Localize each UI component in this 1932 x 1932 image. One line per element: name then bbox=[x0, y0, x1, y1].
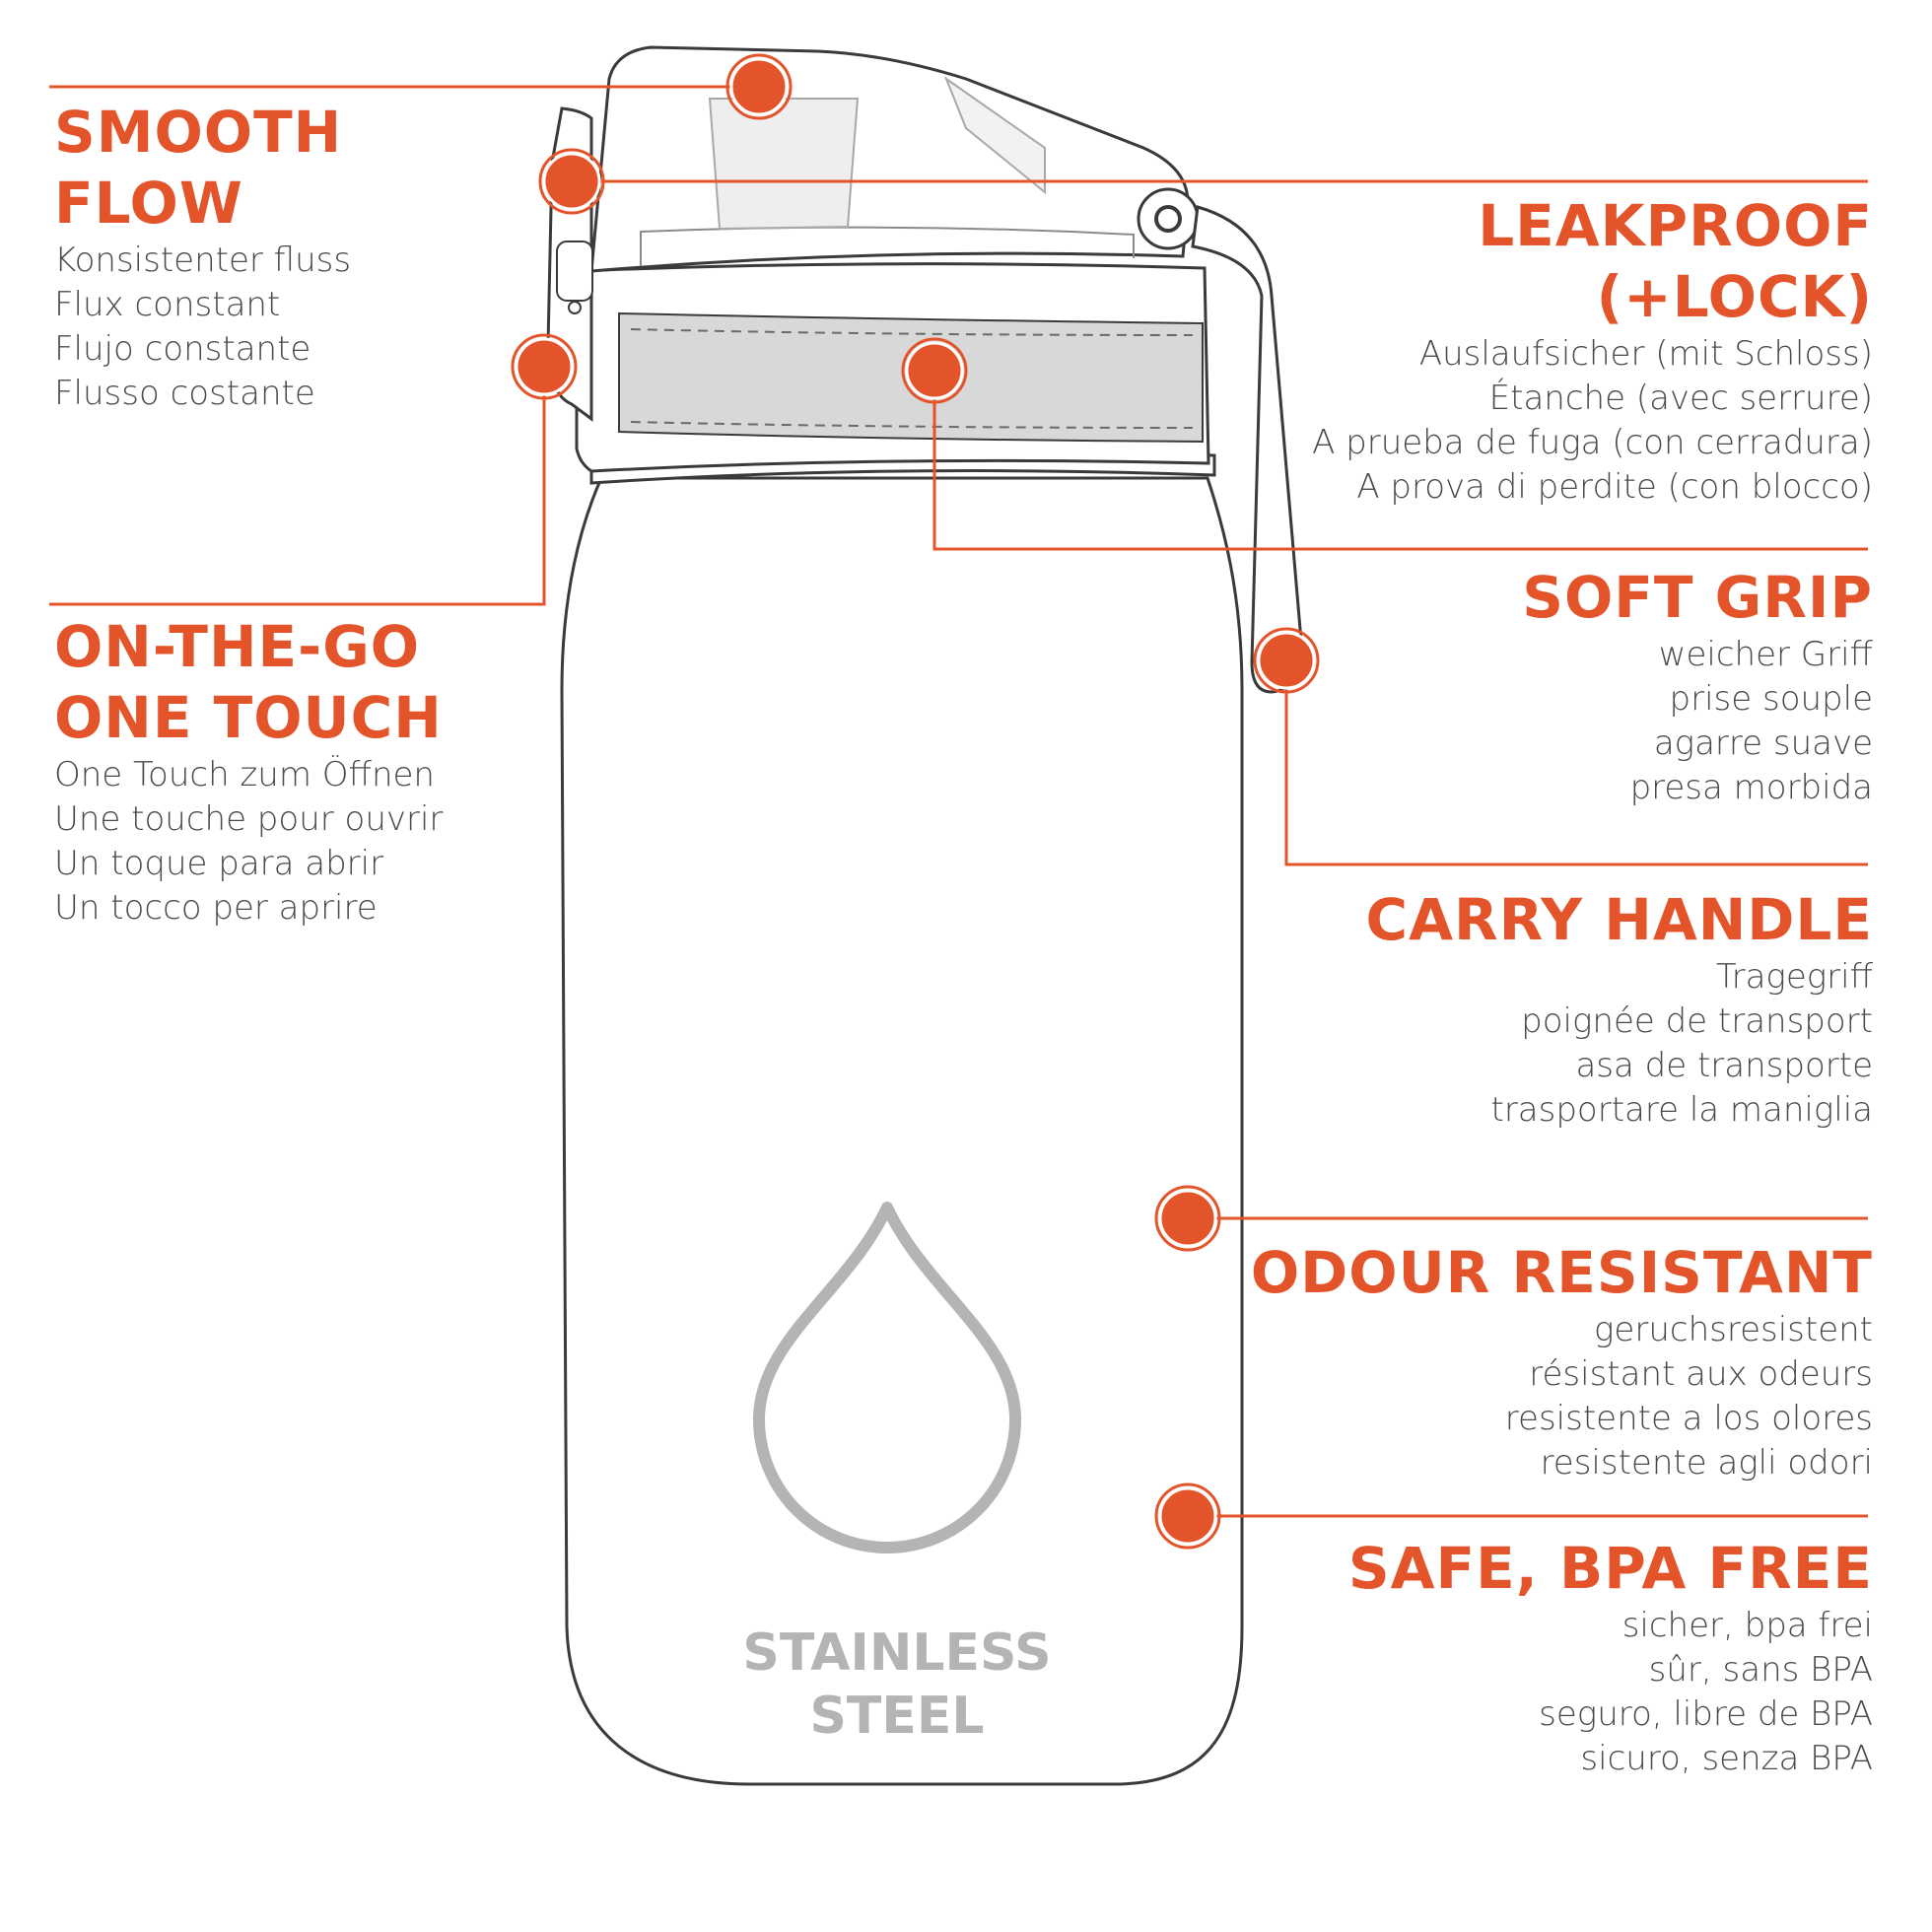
feature-title-line: ONE TOUCH bbox=[54, 684, 443, 751]
feature-translation: Flujo constante bbox=[54, 329, 311, 369]
feature-translation: A prova di perdite (con blocco) bbox=[1356, 467, 1873, 507]
callout-dot-leakproof bbox=[542, 152, 601, 211]
feature-translation: sicher, bpa frei bbox=[1622, 1606, 1873, 1645]
feature-translation: Un tocco per aprire bbox=[54, 888, 378, 928]
callout-dot-smooth-flow bbox=[729, 57, 789, 116]
leader-one-touch bbox=[49, 367, 546, 606]
carry-handle bbox=[1191, 205, 1303, 694]
lid-spout bbox=[708, 98, 860, 231]
feature-translation: trasportare la maniglia bbox=[1490, 1090, 1873, 1130]
lid-hinge-pin bbox=[1154, 205, 1182, 233]
callout-dot-odour bbox=[1158, 1189, 1217, 1248]
feature-bpa-free: SAFE, BPA FREE sicher, bpa frei sûr, san… bbox=[1348, 1533, 1873, 1781]
feature-title-line: SMOOTH bbox=[54, 99, 343, 166]
grip-stitch-bottom bbox=[630, 421, 1194, 429]
feature-soft-grip: SOFT GRIP weicher Griff prise souple aga… bbox=[1522, 562, 1873, 810]
feature-title-line: CARRY HANDLE bbox=[1365, 886, 1873, 953]
lid-latch bbox=[943, 76, 1046, 195]
feature-translation: Tragegriff bbox=[1715, 957, 1873, 997]
callout-dot-bpa bbox=[1158, 1486, 1217, 1546]
flip-lid bbox=[589, 45, 1190, 273]
bottle-material-label: STAINLESS STEEL bbox=[690, 1622, 1104, 1748]
feature-one-touch: ON-THE-GO ONE TOUCH One Touch zum Öffnen… bbox=[54, 611, 443, 931]
feature-translation: poignée de transport bbox=[1521, 1001, 1873, 1041]
callout-ring-odour bbox=[1154, 1185, 1221, 1252]
callout-markers bbox=[515, 57, 1316, 1546]
feature-title-line: LEAKPROOF bbox=[1478, 192, 1873, 259]
feature-translation: Flusso costante bbox=[54, 374, 315, 413]
feature-translation: Konsistenter fluss bbox=[54, 241, 352, 280]
callout-ring-soft-grip bbox=[901, 337, 968, 404]
feature-translation: One Touch zum Öffnen bbox=[54, 755, 435, 794]
feature-title-line: FLOW bbox=[54, 170, 243, 237]
leader-carry-handle bbox=[1284, 660, 1868, 866]
feature-translation: weicher Griff bbox=[1658, 635, 1873, 674]
feature-title-line: SOFT GRIP bbox=[1522, 564, 1873, 631]
feature-translation: geruchsresistent bbox=[1594, 1310, 1873, 1349]
bottle-label-line-2: STEEL bbox=[809, 1687, 985, 1746]
push-button-pin bbox=[568, 301, 582, 314]
callout-ring-one-touch bbox=[511, 333, 578, 400]
feature-translation: prise souple bbox=[1669, 679, 1873, 719]
feature-translation: resistente a los olores bbox=[1504, 1399, 1873, 1438]
grip-stitch-top bbox=[630, 328, 1194, 336]
feature-translation: resistente agli odori bbox=[1540, 1443, 1873, 1483]
callout-ring-carry-handle bbox=[1253, 627, 1320, 694]
feature-translation: sicuro, senza BPA bbox=[1580, 1739, 1873, 1778]
bottle-label-line-1: STAINLESS bbox=[742, 1623, 1052, 1683]
feature-smooth-flow: SMOOTH FLOW Konsistenter fluss Flux cons… bbox=[54, 97, 351, 416]
feature-title-line: ODOUR RESISTANT bbox=[1250, 1239, 1873, 1306]
callout-ring-bpa bbox=[1154, 1483, 1221, 1550]
feature-translation: asa de transporte bbox=[1575, 1046, 1873, 1085]
feature-translation: A prueba de fuga (con cerradura) bbox=[1312, 423, 1873, 462]
leader-soft-grip bbox=[932, 371, 1868, 551]
feature-translation: Une touche pour ouvrir bbox=[54, 799, 444, 839]
feature-carry-handle: CARRY HANDLE Tragegriff poignée de trans… bbox=[1366, 884, 1874, 1133]
feature-translation: agarre suave bbox=[1653, 724, 1873, 763]
bottle-body bbox=[560, 476, 1244, 1786]
feature-translation: résistant aux odeurs bbox=[1529, 1354, 1873, 1394]
feature-translation: Un toque para abrir bbox=[54, 844, 384, 883]
feature-leakproof: LEAKPROOF (+LOCK) Auslaufsicher (mit Sch… bbox=[1312, 190, 1873, 510]
feature-translation: Auslaufsicher (mit Schloss) bbox=[1418, 334, 1873, 374]
callout-dot-soft-grip bbox=[905, 341, 964, 400]
feature-title-line: ON-THE-GO bbox=[54, 613, 421, 680]
push-button-clip bbox=[556, 241, 593, 302]
feature-translation: seguro, libre de BPA bbox=[1539, 1694, 1873, 1734]
feature-title-line: SAFE, BPA FREE bbox=[1347, 1535, 1873, 1602]
callout-dot-one-touch bbox=[515, 337, 574, 396]
callout-ring-smooth-flow bbox=[725, 53, 793, 120]
water-drop-logo bbox=[753, 1202, 1021, 1553]
lid-inner-edge bbox=[640, 226, 1135, 266]
callout-ring-leakproof bbox=[538, 148, 605, 215]
feature-title-line: (+LOCK) bbox=[1596, 263, 1873, 330]
feature-translation: presa morbida bbox=[1629, 768, 1873, 807]
feature-translation: Flux constant bbox=[54, 285, 281, 324]
feature-translation: Étanche (avec serrure) bbox=[1488, 379, 1873, 418]
callout-dot-carry-handle bbox=[1257, 631, 1316, 690]
feature-translation: sûr, sans BPA bbox=[1648, 1650, 1873, 1690]
feature-odour-resistant: ODOUR RESISTANT geruchsresistent résista… bbox=[1251, 1237, 1873, 1485]
